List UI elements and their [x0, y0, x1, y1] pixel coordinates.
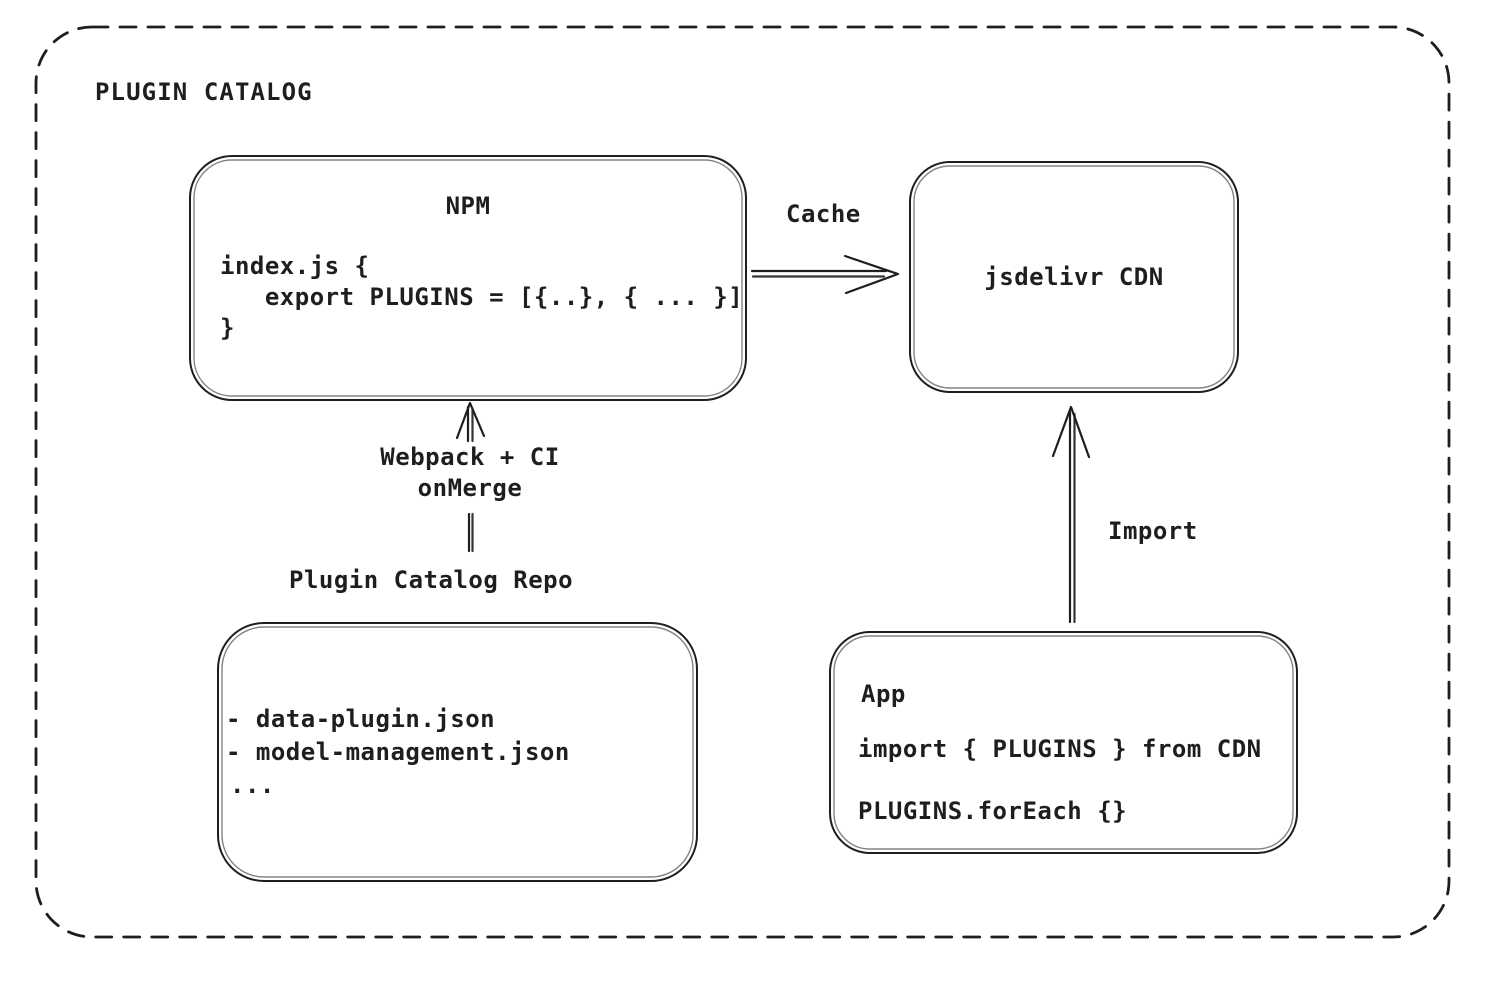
app-box-outline-sketch: [833, 635, 1294, 850]
app-code-line-2: PLUGINS.forEach {}: [858, 797, 1128, 825]
npm-code-line-3: }: [220, 314, 235, 342]
npm-box-outline: [189, 155, 747, 401]
npm-box-outline-sketch: [193, 159, 743, 397]
repo-box-outline: [217, 622, 698, 882]
build-edge-label-line-2: onMerge: [417, 474, 523, 502]
app-box-outline: [829, 631, 1298, 854]
build-arrow-upper: [455, 401, 486, 443]
build-edge-label-line-1: Webpack + CI: [380, 443, 560, 471]
app-code-line-1: import { PLUGINS } from CDN: [858, 735, 1262, 763]
npm-code-line-1: index.js {: [220, 252, 370, 280]
cache-edge-label: Cache: [786, 200, 861, 228]
repo-box-outline-sketch: [221, 626, 694, 878]
repo-file-line-3: ...: [230, 771, 275, 799]
cdn-box-label: jsdelivr CDN: [984, 262, 1164, 291]
import-edge-label: Import: [1108, 517, 1198, 545]
npm-code-line-2: export PLUGINS = [{..}, { ... }]: [220, 283, 744, 311]
npm-box-title: NPM: [445, 192, 491, 220]
app-box-title: App: [861, 680, 906, 708]
cdn-box-outline: [909, 161, 1239, 393]
cdn-box-outline-sketch: [913, 165, 1235, 389]
repo-box-title: Plugin Catalog Repo: [289, 566, 574, 594]
cdn-box: jsdelivr CDN: [910, 162, 1238, 392]
catalog-dashed-border: [34, 25, 1451, 939]
import-arrow: [1051, 405, 1091, 624]
cache-arrow: [750, 254, 900, 295]
diagram-title: PLUGIN CATALOG: [95, 78, 313, 106]
repo-file-line-2: - model-management.json: [226, 738, 570, 766]
repo-file-line-1: - data-plugin.json: [226, 705, 496, 733]
build-arrow-lower: [467, 512, 474, 553]
